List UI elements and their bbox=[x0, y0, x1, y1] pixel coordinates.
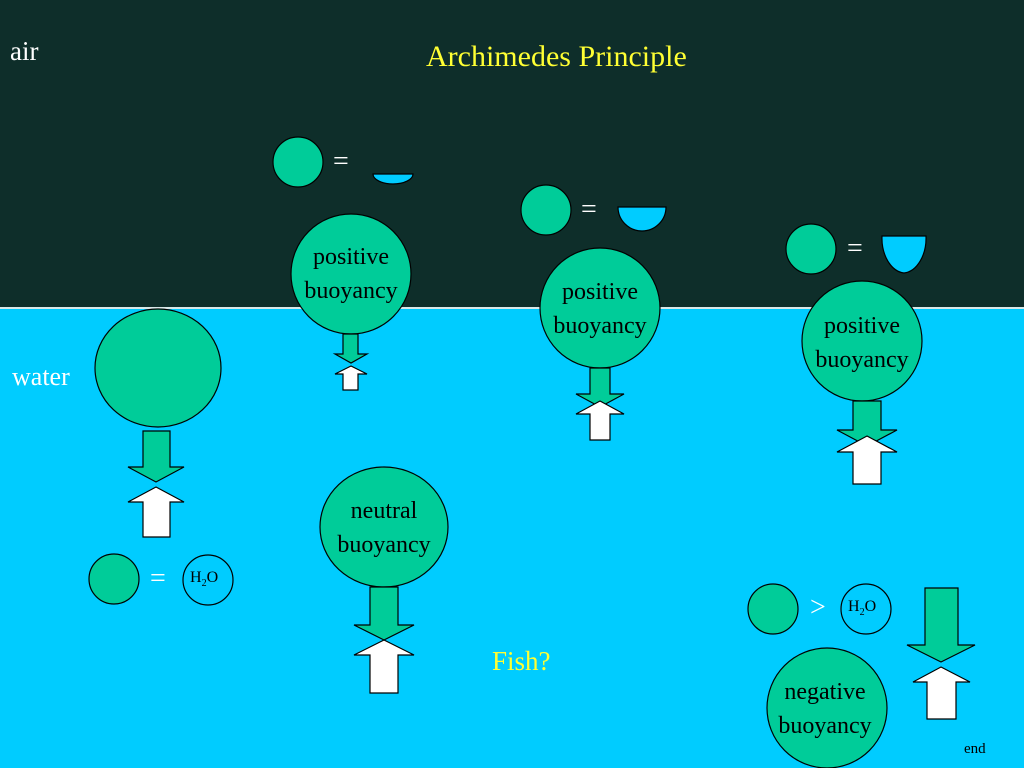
small-object bbox=[785, 223, 837, 275]
air-region bbox=[0, 0, 1024, 307]
displaced-water bbox=[881, 235, 927, 274]
diagram-title: Archimedes Principle bbox=[426, 40, 687, 73]
small-object bbox=[272, 136, 324, 188]
weight-arrow bbox=[353, 586, 415, 641]
water-label: water bbox=[12, 362, 70, 391]
buoyant-force-arrow bbox=[912, 666, 971, 720]
greater-than-sign: > bbox=[810, 592, 826, 623]
displaced-water bbox=[372, 173, 414, 185]
buoyant-force-arrow bbox=[127, 486, 185, 538]
weight-arrow bbox=[906, 587, 976, 663]
h2o-label: H2O bbox=[848, 598, 877, 619]
h2o-circle bbox=[840, 583, 892, 635]
equals-sign: = bbox=[847, 233, 863, 264]
buoyant-force-arrow bbox=[334, 365, 368, 391]
displaced-water bbox=[617, 206, 667, 232]
weight-arrow bbox=[127, 430, 185, 483]
negative-buoyancy-object bbox=[766, 647, 888, 768]
buoyant-force-arrow bbox=[836, 435, 898, 485]
submerged-object bbox=[94, 308, 222, 428]
buoyant-force-arrow bbox=[353, 639, 415, 694]
equals-sign: = bbox=[150, 563, 166, 594]
h2o-circle bbox=[182, 554, 234, 606]
small-object bbox=[88, 553, 140, 605]
end-link[interactable]: end bbox=[964, 741, 986, 757]
weight-arrow bbox=[575, 367, 625, 408]
air-label: air bbox=[10, 36, 39, 66]
fish-question: Fish? bbox=[492, 646, 551, 676]
buoyant-force-arrow bbox=[575, 400, 625, 441]
weight-arrow bbox=[836, 400, 898, 447]
equals-sign: = bbox=[581, 194, 597, 225]
small-object bbox=[520, 184, 572, 236]
equals-sign: = bbox=[333, 146, 349, 177]
small-object bbox=[747, 583, 799, 635]
h2o-label: H2O bbox=[190, 569, 219, 590]
weight-arrow bbox=[332, 333, 370, 364]
